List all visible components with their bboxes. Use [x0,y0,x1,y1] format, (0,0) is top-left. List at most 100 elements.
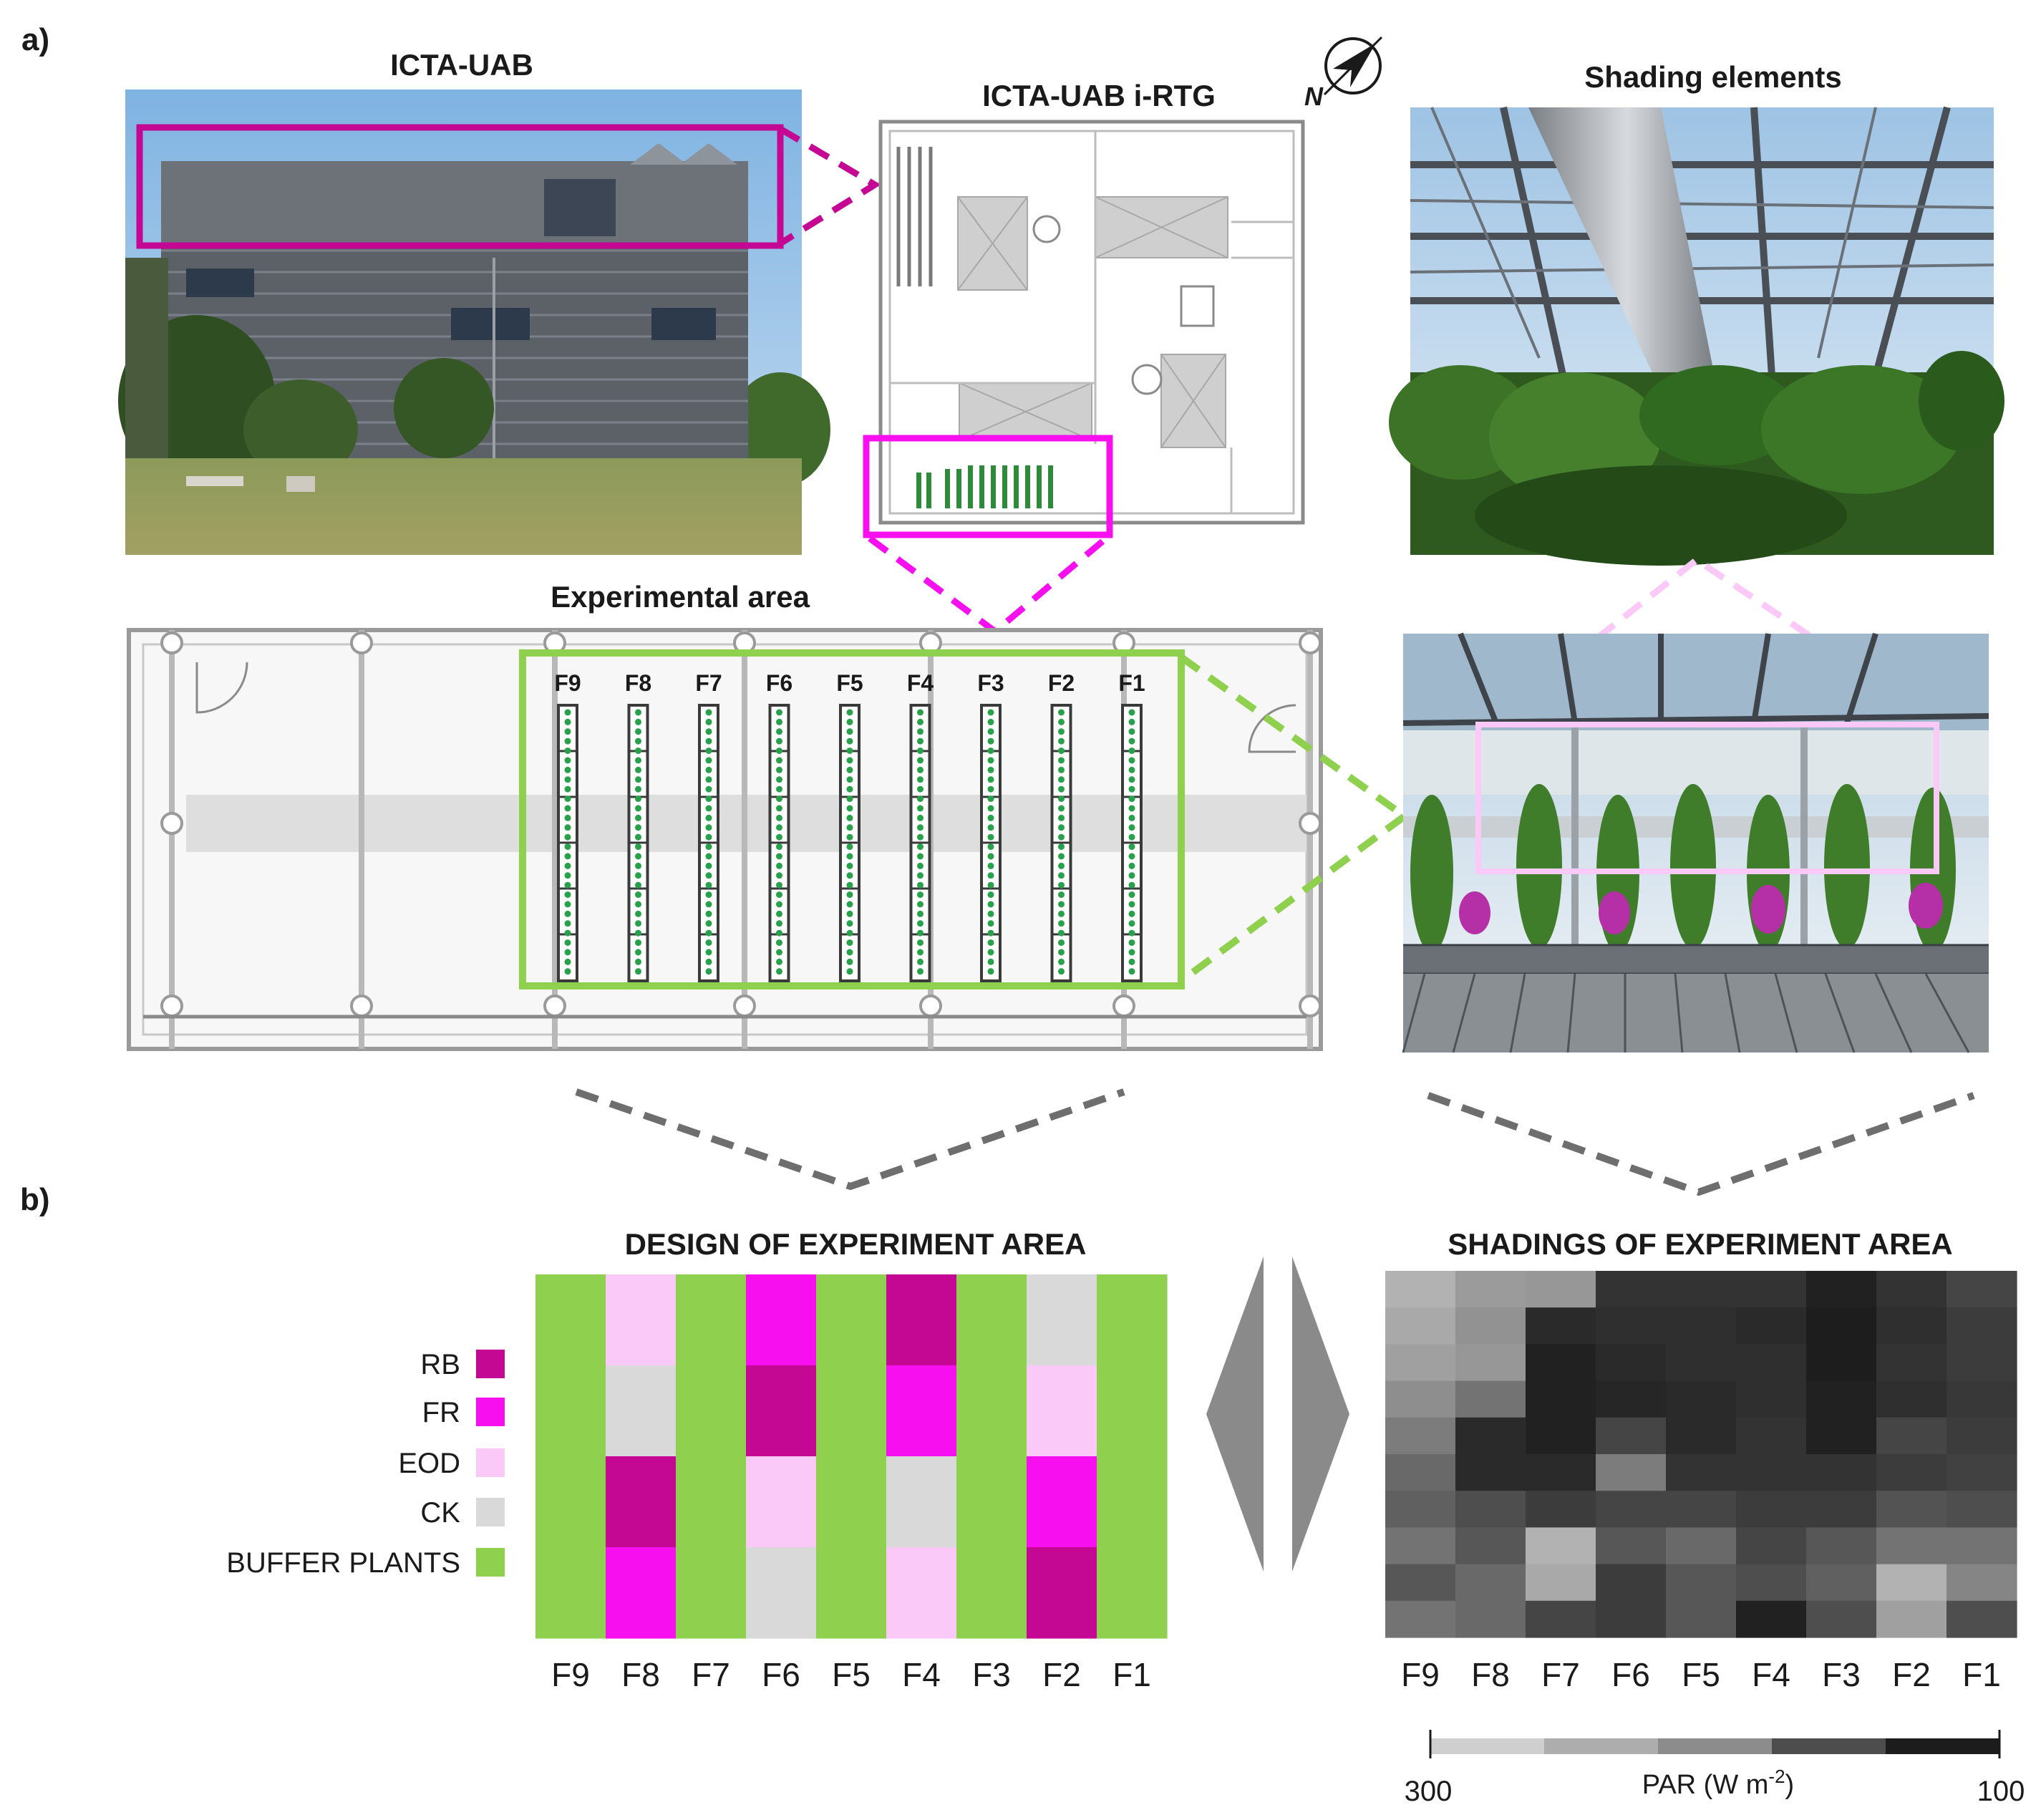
plant-dot [917,968,923,975]
design-cell [1097,1547,1168,1639]
plant-dot [987,853,994,860]
shading-cell [1596,1491,1667,1528]
plant-dot [917,910,923,917]
plant-dot [1058,737,1065,745]
plant-dot [987,814,994,821]
design-cell [676,1274,747,1366]
plant-dot [1058,929,1065,936]
plant-dot [705,939,712,947]
plant-dot [1128,747,1135,755]
shading-cell [1596,1527,1667,1565]
shading-cell [1736,1491,1807,1528]
design-cell [816,1365,887,1457]
plant-dot [987,737,994,745]
plant-dot [987,958,994,965]
plant-dot [1128,843,1135,851]
plant-dot [705,872,712,879]
floor-plan [878,120,1305,525]
plant-dot [1128,929,1135,936]
plant-dot [846,881,853,889]
plant-dot [564,958,571,965]
plant-dot [1058,920,1065,927]
shading-cell [1526,1454,1596,1491]
plant-dot [1128,728,1135,735]
design-x-label: F9 [551,1656,590,1693]
plan-experimental-highlight-box [863,435,1113,538]
plant-dot [1058,891,1065,899]
shading-cell [1666,1527,1737,1565]
shading-cell [1455,1491,1526,1528]
plant-dot [705,795,712,803]
plant-dot [846,766,853,773]
plant-dot [917,853,923,860]
plant-dot [564,929,571,936]
plant-dot [635,939,641,947]
plant-dot [776,872,782,879]
plant-dot [917,795,923,803]
shading-cell [1666,1271,1737,1308]
plant-dot [635,949,641,956]
design-x-label: F1 [1112,1656,1151,1693]
plant-dot [1058,776,1065,783]
plant-dot [1128,853,1135,860]
plant-dot [776,737,782,745]
plant-dot [1058,824,1065,831]
plant-dot [1058,901,1065,908]
plant-dot [1128,757,1135,764]
shading-cell [1596,1271,1667,1308]
plant-dot [917,862,923,869]
plant-dot [987,785,994,793]
plant-dot [635,795,641,803]
plant-dot [776,814,782,821]
plant-dot [1058,862,1065,869]
plant-dot [776,881,782,889]
plant-row-label: F6 [766,670,792,696]
plant-dot [564,891,571,899]
shading-cell [1806,1564,1877,1602]
plant-row-label: F4 [907,670,934,696]
shading-cell [1455,1454,1526,1491]
plant-dot [776,747,782,755]
plant-dot [917,709,923,716]
shading-cell [1526,1491,1596,1528]
plant-row-label: F1 [1118,670,1145,696]
plant-dot [635,920,641,927]
shading-x-label: F7 [1541,1656,1580,1693]
plant-dot [917,929,923,936]
plant-dot [917,728,923,735]
plant-dot [846,824,853,831]
plant-dot [564,728,571,735]
plant-dot [635,891,641,899]
shading-x-label: F9 [1401,1656,1440,1693]
experimental-area-title: Experimental area [551,580,810,614]
plant-dot [1128,920,1135,927]
plant-dot [564,872,571,879]
photo-title: ICTA-UAB [390,48,533,82]
plant-dot [917,805,923,812]
plant-dot [705,968,712,975]
plant-dot [635,843,641,851]
plant-dot [917,901,923,908]
design-cell [606,1274,677,1366]
plant-dot [635,862,641,869]
plant-dot [987,910,994,917]
plant-dot [635,757,641,764]
shading-cell [1947,1454,2017,1491]
design-cell [746,1274,817,1366]
plant-dot [635,737,641,745]
shading-cell [1947,1271,2017,1308]
plant-dot [564,853,571,860]
plant-dot [635,872,641,879]
legend-label: BUFFER PLANTS [226,1547,460,1579]
plant-dot [1128,968,1135,975]
experimental-area-highlight-box [519,649,1185,989]
shading-elements-photo [1389,106,2004,566]
shading-cell [1947,1417,2017,1455]
plant-dot [1058,881,1065,889]
shading-cell [1736,1600,1807,1638]
plant-dot [705,766,712,773]
legend-label: FR [422,1397,460,1428]
plant-dot [846,958,853,965]
plant-dot [846,920,853,927]
